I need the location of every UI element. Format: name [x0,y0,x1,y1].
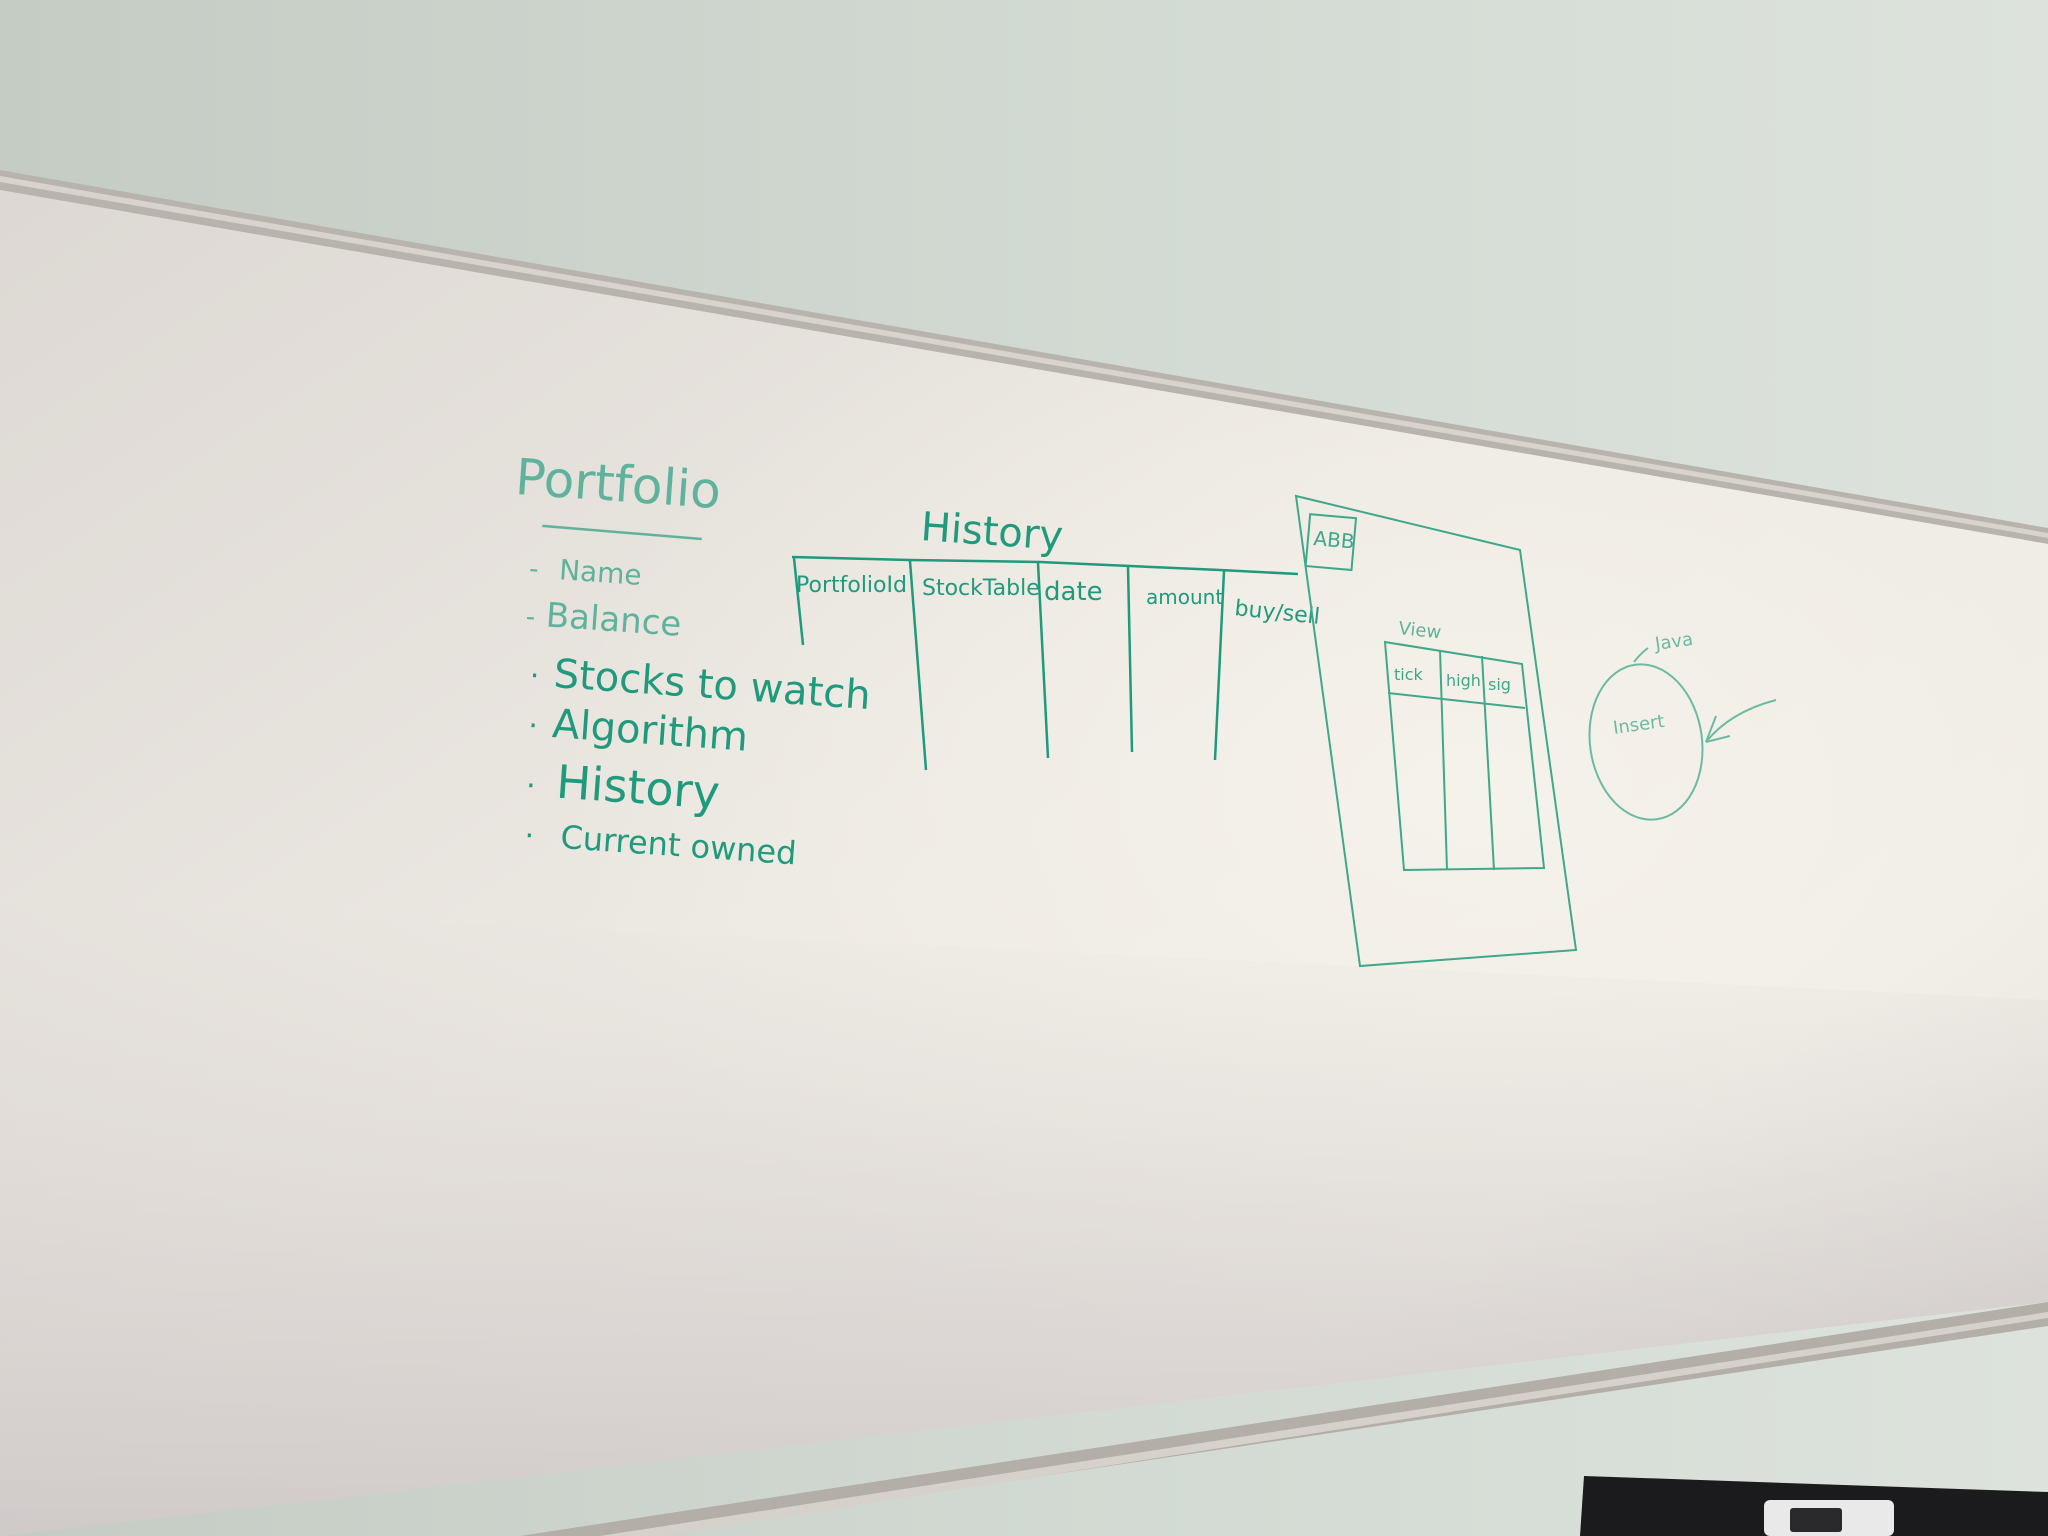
history-title: History [919,504,1064,560]
history-table: History PortfolioId StockTable date amou… [791,504,1321,771]
portfolio-item-name: Name [558,553,643,592]
history-header-amount: amount [1146,585,1223,609]
app-window-frame [1294,494,1578,968]
insert-circle [1588,663,1704,821]
history-table-top-border [791,555,1299,576]
inner-table-header-tick: tick [1394,665,1424,684]
java-annotation-connector [1633,647,1649,663]
inner-table-header-high: high [1446,671,1481,690]
portfolio-item-bullet: · [523,818,535,854]
inner-table-frame [1383,640,1546,872]
history-column-divider [792,557,805,646]
inner-table-header-line [1387,692,1526,709]
portfolio-item-bullet: - [528,554,539,585]
history-header-portfolioid: PortfolioId [796,573,907,598]
inner-table-caption: View [1397,618,1442,643]
app-logo-label: ABB [1313,526,1356,553]
portfolio-item-bullet: - [525,602,536,633]
inner-table-header-sig: sig [1488,675,1511,694]
portfolio-item-history: History [555,755,722,820]
history-column-divider [1126,566,1134,753]
inner-table-column-line [1481,655,1495,871]
board-bottom-tray [520,1302,2048,1536]
portfolio-underline [542,524,702,541]
arrow-head [1705,715,1731,743]
history-header-date: date [1044,577,1103,607]
portfolio-item-bullet: · [527,708,539,744]
device-lens [1790,1508,1842,1532]
arrow-into-circle [1705,699,1777,743]
history-column-divider [908,560,928,771]
history-column-divider [1213,570,1226,761]
camera-device [1580,1476,2048,1536]
portfolio-list: Portfolio - Name - Balance · Stocks to w… [514,448,873,872]
history-column-divider [1036,562,1050,759]
portfolio-item-bullet: · [525,768,537,804]
app-logo-box [1304,513,1358,572]
app-window-sketch: ABB View tick high sig [1294,494,1578,968]
portfolio-title: Portfolio [514,448,723,520]
history-header-stocktable: StockTable [922,576,1040,601]
inner-table-column-line [1439,649,1448,871]
portfolio-item-bullet: · [529,658,541,694]
portfolio-item-balance: Balance [545,595,683,644]
